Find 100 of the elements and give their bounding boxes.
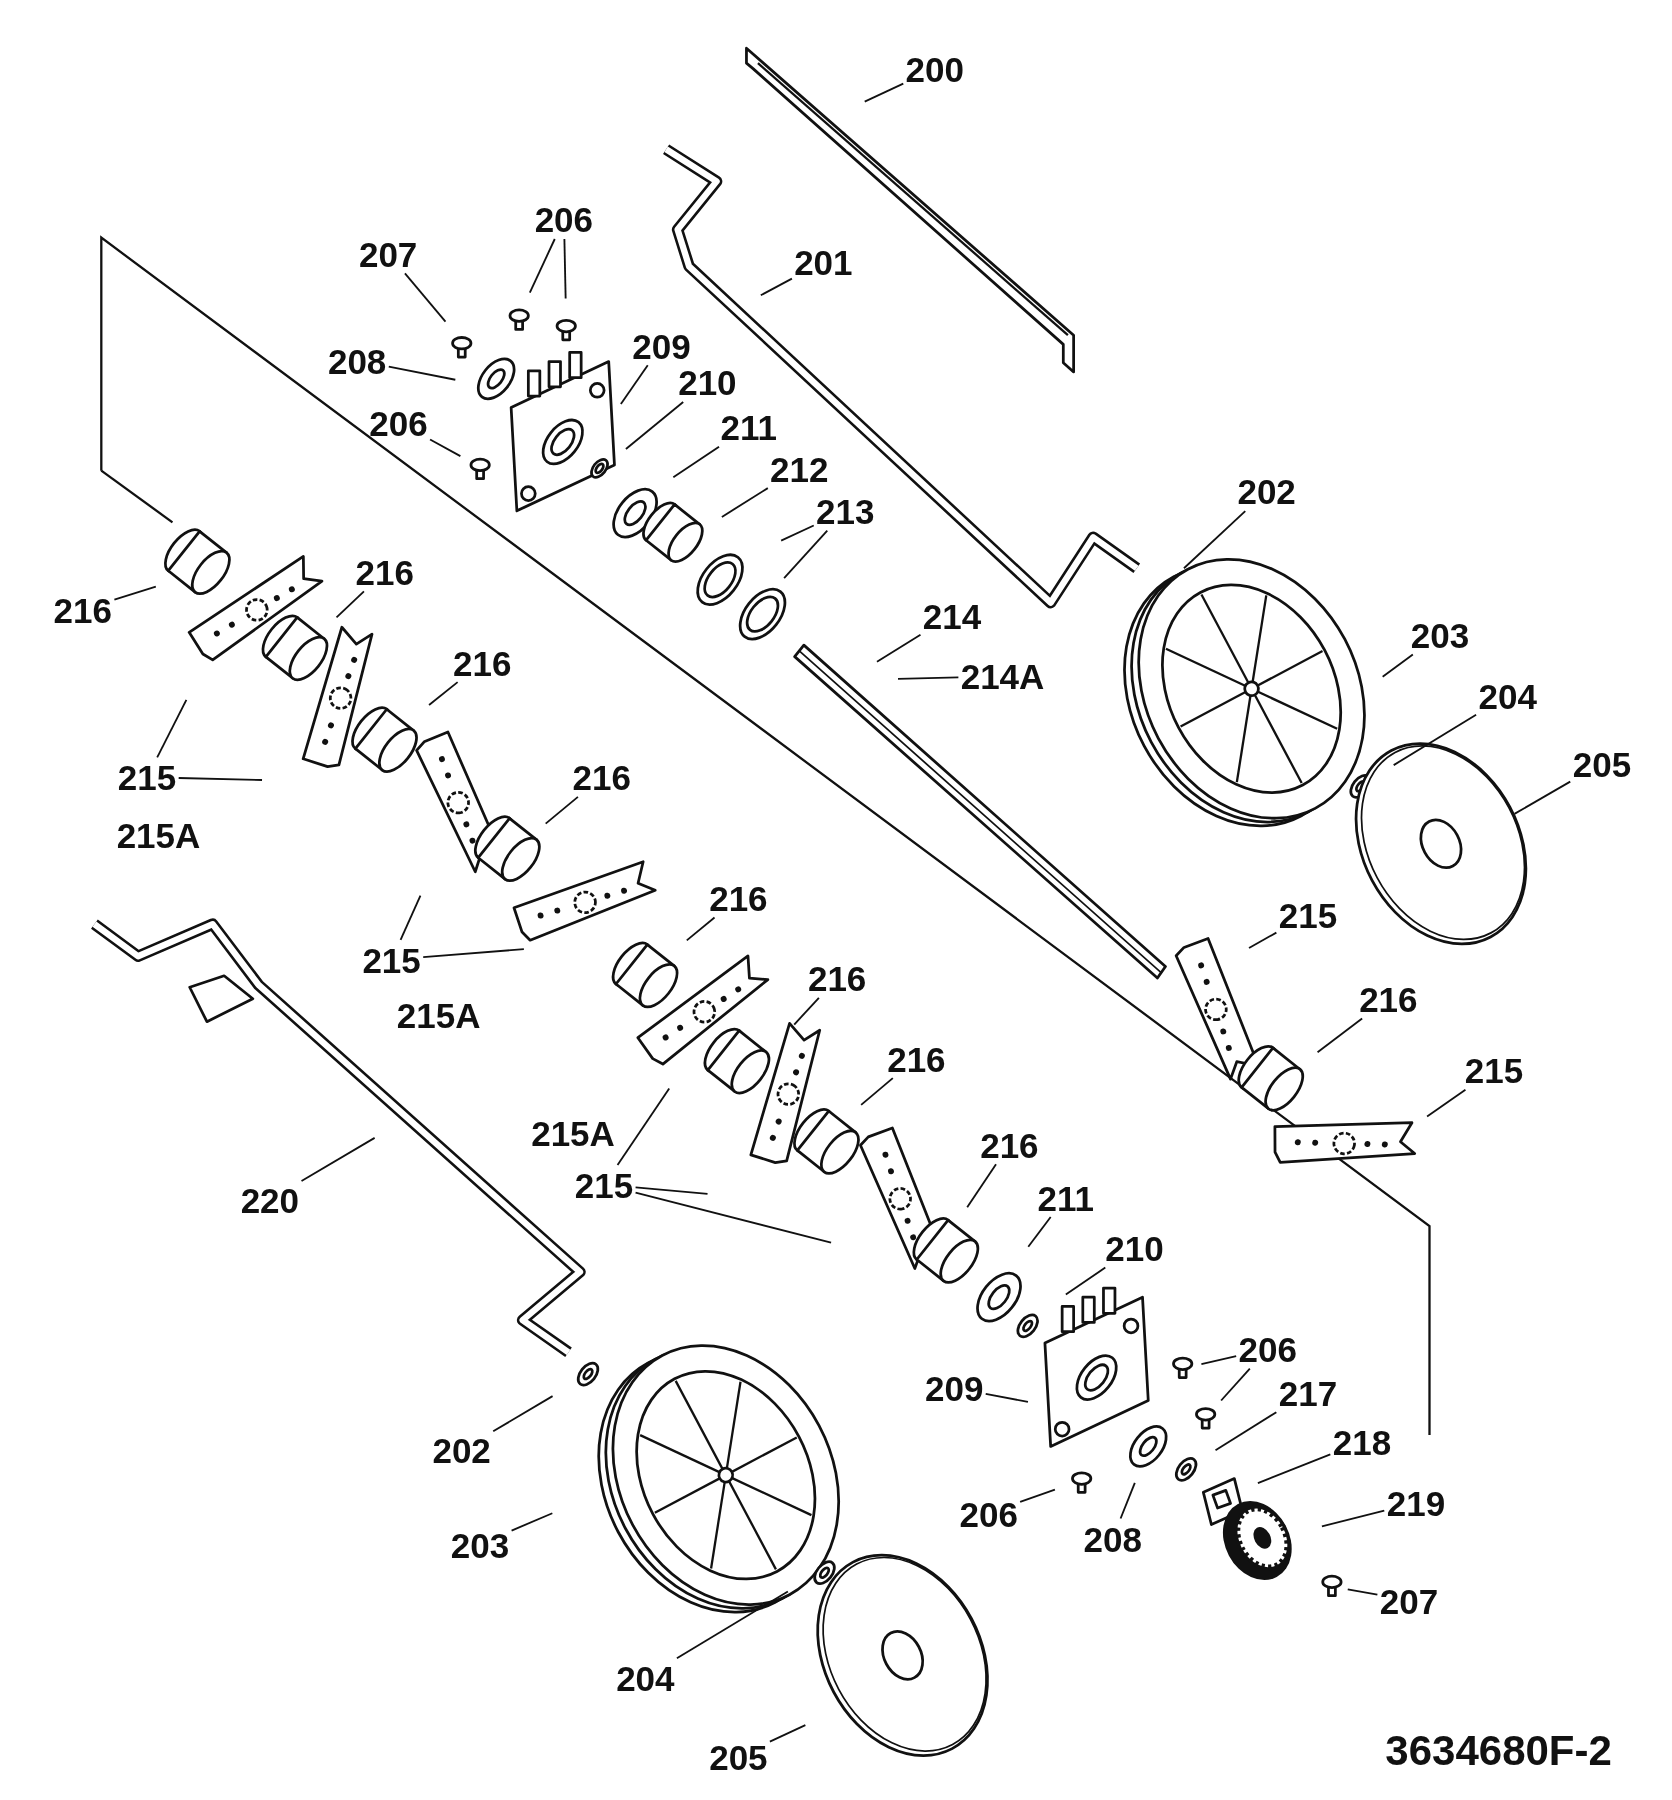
leader-line xyxy=(1183,510,1247,570)
leader-line xyxy=(720,487,769,518)
drawing-number: 3634680F-2 xyxy=(1385,1730,1612,1773)
callout-number: 205 xyxy=(709,1739,768,1775)
leader-line xyxy=(1346,1588,1379,1596)
leader-line xyxy=(625,401,685,450)
callout-number: 204 xyxy=(1478,678,1537,714)
callout-number: 215 xyxy=(362,942,421,978)
callout-number: 220 xyxy=(240,1182,300,1218)
leader-line xyxy=(619,364,649,405)
leader-line xyxy=(177,777,263,781)
callout-number: 208 xyxy=(327,343,387,379)
callout-number: 216 xyxy=(572,759,631,795)
leader-line xyxy=(1392,713,1477,767)
leader-line xyxy=(793,996,820,1026)
leader-line xyxy=(113,585,157,601)
callout-number: 216 xyxy=(453,645,512,681)
leader-line xyxy=(1316,1017,1364,1054)
callout-number: 216 xyxy=(980,1127,1039,1163)
leader-line xyxy=(616,1087,671,1166)
callout-number: 214 xyxy=(922,598,982,633)
leader-line xyxy=(634,1191,832,1244)
callout-number: 207 xyxy=(358,236,418,272)
leader-line xyxy=(863,82,905,103)
leader-line xyxy=(759,277,793,297)
leader-line xyxy=(780,524,815,542)
callout-number: 208 xyxy=(1083,1521,1142,1557)
callout-number: 216 xyxy=(53,592,112,628)
callout-number: 206 xyxy=(369,405,428,441)
callout-number: 215 xyxy=(117,759,177,795)
leader-line xyxy=(984,1392,1029,1403)
callout-number: 211 xyxy=(1037,1180,1094,1216)
leader-line xyxy=(387,365,457,381)
callout-number: 215 xyxy=(574,1167,634,1203)
leader-line xyxy=(1200,1355,1238,1366)
callout-number: 216 xyxy=(807,960,867,996)
callout-number: 214A xyxy=(960,658,1045,694)
callout-number: 216 xyxy=(887,1041,946,1077)
leader-line xyxy=(528,238,556,294)
leader-line xyxy=(1256,1453,1332,1484)
leader-line xyxy=(404,272,447,323)
leader-line xyxy=(1426,1088,1467,1118)
callout-number: 200 xyxy=(905,51,964,87)
leader-line xyxy=(1214,1411,1278,1452)
callout-number: 210 xyxy=(678,364,737,400)
callout-number: 205 xyxy=(1572,746,1632,782)
callout-number: 201 xyxy=(794,244,853,280)
leader-line xyxy=(399,894,422,941)
callout-number: 206 xyxy=(1238,1331,1297,1367)
leader-line xyxy=(429,438,462,457)
leader-line xyxy=(544,796,579,825)
leader-line xyxy=(634,1186,709,1195)
callout-number: 216 xyxy=(1359,981,1418,1017)
leader-line xyxy=(1513,780,1572,815)
callout-number: 219 xyxy=(1386,1485,1446,1521)
callout-number: 210 xyxy=(1105,1230,1164,1266)
callout-number: 203 xyxy=(1410,617,1470,653)
leader-line xyxy=(492,1395,554,1433)
callout-number: 206 xyxy=(534,201,594,237)
callout-number: 216 xyxy=(709,880,768,916)
callout-number: 202 xyxy=(1237,474,1296,509)
callout-number: 218 xyxy=(1332,1424,1392,1460)
callout-number: 206 xyxy=(959,1496,1018,1531)
callout-number: 209 xyxy=(925,1370,984,1406)
leader-line xyxy=(1381,653,1414,678)
leader-line xyxy=(1248,931,1278,949)
callout-number: 203 xyxy=(450,1527,510,1563)
leader-line xyxy=(422,948,525,959)
leader-line xyxy=(510,1512,554,1532)
leader-line xyxy=(1321,1509,1386,1528)
leader-line xyxy=(860,1077,894,1106)
callout-number: 216 xyxy=(355,554,414,590)
callout-number: 213 xyxy=(815,493,875,529)
callout-number: 202 xyxy=(432,1432,491,1468)
callout-number: 215A xyxy=(531,1115,615,1151)
leader-line xyxy=(897,676,960,680)
leader-line xyxy=(966,1163,997,1209)
leader-line xyxy=(1220,1367,1251,1402)
callout-number: 217 xyxy=(1278,1375,1338,1411)
leader-line xyxy=(783,529,829,580)
leader-line xyxy=(300,1136,376,1182)
leader-line xyxy=(876,633,922,663)
leader-line xyxy=(428,681,459,706)
leader-line xyxy=(1119,1481,1136,1520)
callout-number: 204 xyxy=(616,1660,675,1696)
leader-line xyxy=(768,1724,807,1743)
leader-line xyxy=(563,238,567,300)
callout-number: 215A xyxy=(116,817,201,853)
leader-line xyxy=(675,1590,789,1660)
leader-line xyxy=(1027,1216,1052,1248)
callout-number: 211 xyxy=(720,409,777,445)
callout-number: 215 xyxy=(1278,897,1338,933)
callout-number: 215A xyxy=(396,997,481,1033)
leader-line xyxy=(156,698,188,759)
leader-line xyxy=(685,916,716,942)
callout-number: 215 xyxy=(1464,1052,1524,1088)
callout-number: 212 xyxy=(770,451,829,486)
callout-number: 207 xyxy=(1379,1583,1439,1619)
leader-line xyxy=(1019,1488,1056,1503)
leader-line xyxy=(335,590,365,619)
